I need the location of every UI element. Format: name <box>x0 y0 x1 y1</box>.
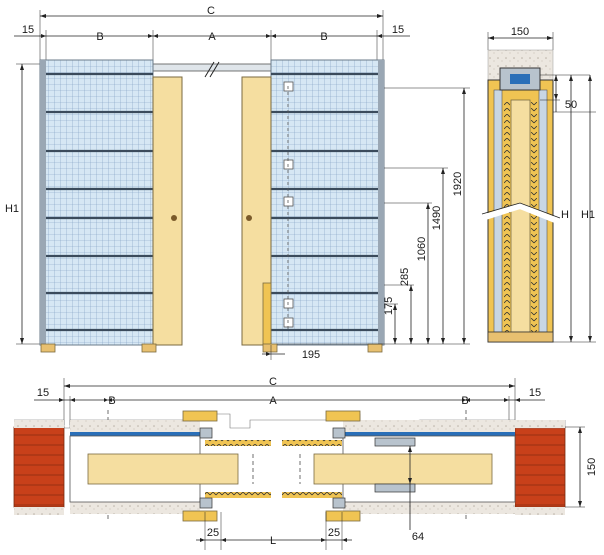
dim-1060: 1060 <box>416 237 428 261</box>
frame-feet <box>40 343 383 353</box>
label-c: C <box>207 5 215 17</box>
label-25-right: 25 <box>328 527 340 539</box>
front-view: C 15 B A B 15 H1 <box>5 5 470 361</box>
dim-175: 175 <box>383 297 395 315</box>
label-15-plan-left: 15 <box>37 387 49 399</box>
dim-195: 195 <box>262 345 320 361</box>
dim-c-front: C <box>39 5 384 60</box>
label-a-plan: A <box>269 395 277 407</box>
label-15-left: 15 <box>22 24 34 36</box>
label-h-section: H <box>561 209 569 221</box>
label-a: A <box>208 31 216 43</box>
label-b-plan-left: B <box>108 395 115 407</box>
section-view: 150 50 H H1 <box>481 26 596 343</box>
dim-1490: 1490 <box>431 206 443 230</box>
label-b-plan-right: B <box>461 395 468 407</box>
label-h1-section: H1 <box>581 209 595 221</box>
label-c-plan: C <box>269 376 277 388</box>
dim-row-bab-front: 15 B A B 15 <box>14 24 410 60</box>
left-pocket-frame <box>39 59 154 346</box>
label-150-section: 150 <box>511 26 529 38</box>
label-b-left: B <box>96 31 103 43</box>
plan-door-right <box>313 453 493 485</box>
brick-left <box>13 426 65 508</box>
label-64: 64 <box>412 531 424 543</box>
label-25-left: 25 <box>207 527 219 539</box>
label-195: 195 <box>302 349 320 361</box>
brick-right <box>514 426 566 508</box>
dim-1920: 1920 <box>452 172 464 196</box>
plan-view: C 15 B A B 15 <box>13 376 598 550</box>
right-pocket-frame <box>270 59 385 346</box>
front-height-dims: 1920 1490 1060 285 175 <box>277 87 470 345</box>
door-handle-icon <box>246 215 252 221</box>
plan-door-left <box>87 453 239 485</box>
label-h1-front: H1 <box>5 203 19 215</box>
label-l: L <box>270 535 276 547</box>
label-150-plan: 150 <box>586 458 598 476</box>
label-15-right: 15 <box>392 24 404 36</box>
label-b-right: B <box>320 31 327 43</box>
right-door-leaf <box>241 76 272 346</box>
label-15-plan-right: 15 <box>529 387 541 399</box>
dim-h1-front: H1 <box>5 63 40 345</box>
left-door-leaf <box>152 76 183 346</box>
door-handle-icon <box>171 215 177 221</box>
dim-285: 285 <box>399 268 411 286</box>
